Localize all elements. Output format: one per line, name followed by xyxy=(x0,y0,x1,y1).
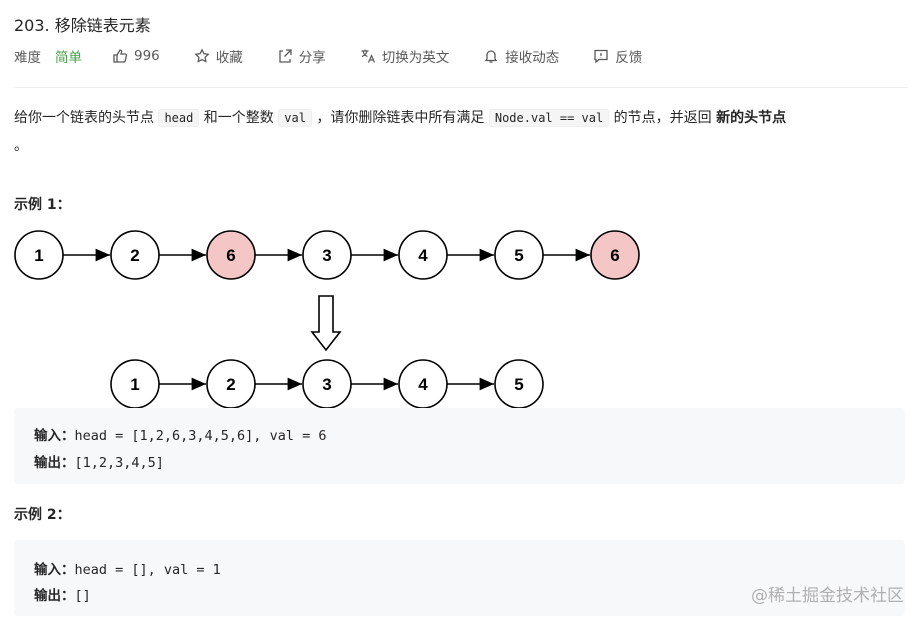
translate-icon xyxy=(361,49,375,63)
desc-text: 和一个整数 xyxy=(199,110,279,126)
input-label: 输入： xyxy=(34,562,75,578)
list-node-value: 4 xyxy=(418,246,428,265)
list-node xyxy=(494,230,544,280)
share-label: 分享 xyxy=(298,50,326,66)
like-button[interactable]: 996 xyxy=(112,48,160,64)
list-node-value: 5 xyxy=(514,375,523,394)
collect-button[interactable]: 收藏 xyxy=(194,46,243,66)
example-2-heading: 示例 2： xyxy=(14,507,71,523)
difficulty-value: 简单 xyxy=(55,50,82,66)
input-value: head = [1,2,6,3,4,5,6], val = 6 xyxy=(74,428,327,444)
bell-icon xyxy=(485,50,498,63)
list-node-removed xyxy=(206,230,256,280)
list-node-value: 5 xyxy=(514,246,523,265)
share-button[interactable]: 分享 xyxy=(277,46,326,66)
desc-text: 给你一个链表的头节点 xyxy=(14,110,159,126)
list-node-removed xyxy=(590,230,640,280)
list-node-value: 2 xyxy=(226,375,235,394)
feedback-button[interactable]: 反馈 xyxy=(593,46,642,66)
list-node-value: 3 xyxy=(322,375,331,394)
output-value: [1,2,3,4,5] xyxy=(74,455,164,471)
list-after: 1 2 3 4 5 xyxy=(110,359,544,409)
down-arrow xyxy=(310,295,342,352)
list-node-value: 1 xyxy=(130,375,139,394)
list-node-value: 6 xyxy=(226,246,235,265)
example-1-heading: 示例 1： xyxy=(14,197,71,213)
list-node-value: 6 xyxy=(610,246,619,265)
input-label: 输入： xyxy=(34,428,75,444)
problem-description: 给你一个链表的头节点 head 和一个整数 val ，请你删除链表中所有满足 N… xyxy=(14,104,894,160)
example-1-code: 输入：head = [1,2,6,3,4,5,6], val = 6 输出：[1… xyxy=(14,408,905,484)
list-node-value: 1 xyxy=(34,246,43,265)
linked-list-diagram: 1 2 6 3 4 5 6 1 2 3 4 5 xyxy=(14,230,640,409)
difficulty-label: 难度 xyxy=(14,50,41,66)
list-node xyxy=(398,230,448,280)
example-2-code: 输入：head = [], val = 1 输出：[] xyxy=(14,540,905,616)
list-node xyxy=(302,230,352,280)
list-before: 1 2 6 3 4 5 6 xyxy=(14,230,640,280)
desc-text: ，请你删除链表中所有满足 xyxy=(311,110,489,126)
translate-button[interactable]: 切换为英文 xyxy=(360,46,450,66)
like-count: 996 xyxy=(134,48,160,64)
feedback-label: 反馈 xyxy=(615,50,643,66)
collect-label: 收藏 xyxy=(215,50,243,66)
feedback-icon xyxy=(594,49,608,64)
watermark: @稀土掘金技术社区 xyxy=(751,586,904,606)
input-value: head = [], val = 1 xyxy=(74,562,221,578)
desc-bold: 新的头节点 xyxy=(716,110,787,126)
list-node-value: 3 xyxy=(322,246,331,265)
translate-label: 切换为英文 xyxy=(381,50,450,66)
code-condition: Node.val == val xyxy=(488,109,610,127)
problem-meta-bar: 难度 简单 996 收藏 分享 xyxy=(14,46,676,66)
notify-label: 接收动态 xyxy=(505,50,560,66)
header-divider xyxy=(14,87,908,88)
desc-text: 的节点，并返回 xyxy=(609,110,717,126)
output-label: 输出： xyxy=(34,455,75,471)
star-icon xyxy=(194,48,210,63)
list-node xyxy=(14,230,64,280)
output-value: [] xyxy=(74,588,91,604)
thumbs-up-icon xyxy=(113,49,128,63)
code-head: head xyxy=(158,109,200,127)
notify-button[interactable]: 接收动态 xyxy=(483,46,559,66)
list-node-value: 2 xyxy=(130,246,139,265)
share-icon xyxy=(279,49,292,63)
desc-text: 。 xyxy=(14,138,28,154)
list-node xyxy=(110,230,160,280)
problem-title: 203. 移除链表元素 xyxy=(14,16,151,35)
code-val: val xyxy=(278,109,312,127)
list-node-value: 4 xyxy=(418,375,428,394)
output-label: 输出： xyxy=(34,588,75,604)
